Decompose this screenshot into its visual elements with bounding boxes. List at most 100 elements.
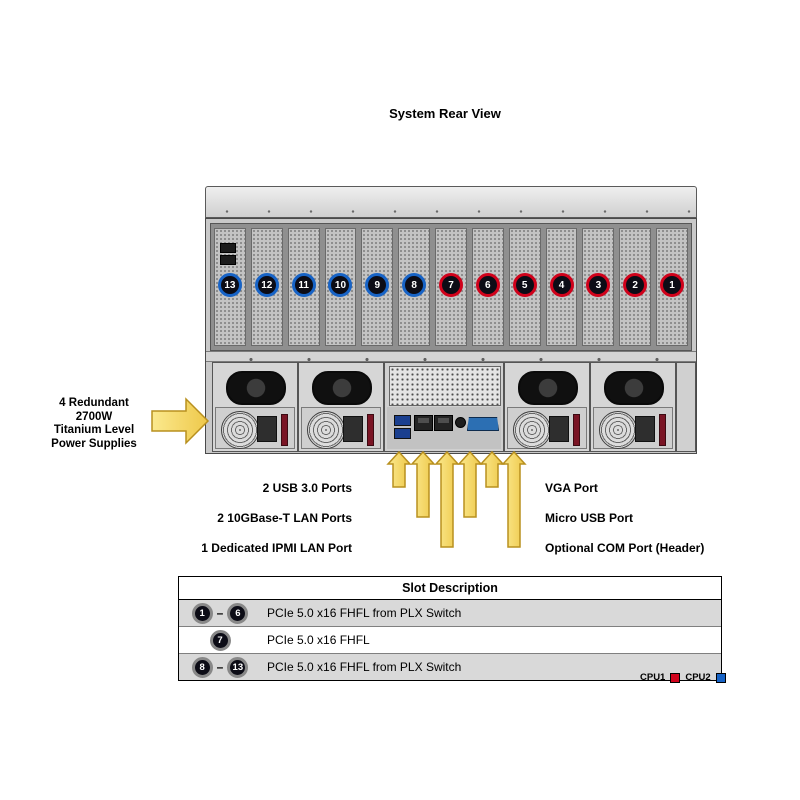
io-port-cluster — [387, 407, 501, 449]
psu-power-socket — [343, 416, 363, 442]
pcie-slot-6: 6 — [471, 228, 504, 346]
slot-number-badge: 7 — [209, 629, 231, 651]
ipmi-callout-arrow-icon — [434, 450, 460, 548]
pcie-slot-11: 11 — [287, 228, 320, 346]
psu-release-handle — [659, 414, 666, 446]
psu-module-2 — [298, 362, 384, 452]
slot-range-badges: 8–13 — [179, 656, 261, 678]
vga-callout-arrow-icon — [479, 450, 505, 488]
slot-description-text: PCIe 5.0 x16 FHFL from PLX Switch — [267, 660, 462, 674]
psu-release-handle — [573, 414, 580, 446]
slot-number-badge: 6 — [475, 273, 500, 297]
musb-callout-arrow-icon — [457, 450, 483, 518]
psu-label-line: 4 Redundant — [59, 397, 129, 409]
io-callout-label: 2 USB 3.0 Ports — [262, 481, 352, 495]
psu-fan-grille-icon — [599, 411, 637, 449]
vent-grille-icon — [389, 366, 501, 406]
slot-number-badge: 5 — [512, 273, 537, 297]
psu-power-socket — [257, 416, 277, 442]
slot-description-text: PCIe 5.0 x16 FHFL — [267, 633, 370, 647]
slot-number-badge: 11 — [291, 273, 316, 297]
psu-module-3 — [504, 362, 590, 452]
chassis-filler-panel — [676, 362, 696, 452]
slot-number-badge: 7 — [438, 273, 463, 297]
pcie-slot-5: 5 — [508, 228, 541, 346]
lan-port-icon — [414, 415, 433, 431]
psu-label-line: Titanium Level — [53, 424, 135, 436]
pcie-slot-9: 9 — [361, 228, 394, 346]
legend-color-swatch — [670, 672, 681, 683]
chassis-mid-rail — [206, 351, 696, 362]
psu-power-socket — [549, 416, 569, 442]
slot-number-badge: 3 — [586, 273, 611, 297]
psu-module-1 — [212, 362, 298, 452]
pcie-slot-2: 2 — [619, 228, 652, 346]
io-callout-label: VGA Port — [545, 481, 598, 495]
range-separator: – — [216, 660, 224, 674]
slot-number-badge: 9 — [365, 273, 390, 297]
slot-number-badge: 1 — [660, 273, 685, 297]
psu-exhaust-fan-icon — [518, 371, 578, 405]
ipmi-port-icon — [455, 417, 466, 428]
psu-body — [593, 407, 673, 449]
psu-label-line: 2700W — [75, 410, 113, 423]
slot-description-text: PCIe 5.0 x16 FHFL from PLX Switch — [267, 606, 462, 620]
lan-port-icon — [434, 415, 453, 431]
psu-body — [215, 407, 295, 449]
slot-range-badges: 7 — [179, 629, 261, 651]
slot-number-badge: 6 — [227, 602, 249, 624]
com-callout-arrow-icon — [501, 450, 527, 548]
slot-number-badge: 13 — [217, 273, 242, 297]
psu-exhaust-fan-icon — [226, 371, 286, 405]
usb-callout-arrow-icon — [386, 450, 412, 488]
slot-number-badge: 13 — [227, 656, 249, 678]
psu-release-handle — [367, 414, 374, 446]
pcie-slot-8: 8 — [398, 228, 431, 346]
range-separator: – — [216, 606, 224, 620]
psu-power-socket — [635, 416, 655, 442]
table-header: Slot Description — [179, 577, 721, 600]
io-callout-labels-left: 2 USB 3.0 Ports 2 10GBase-T LAN Ports 1 De… — [201, 473, 352, 563]
slot-number-badge: 10 — [328, 273, 353, 297]
table-row: 7 PCIe 5.0 x16 FHFL — [179, 626, 721, 653]
vga-port-icon — [467, 417, 499, 431]
pcie-slot-7: 7 — [435, 228, 467, 346]
psu-exhaust-fan-icon — [312, 371, 372, 405]
psu-label-line: Power Supplies — [51, 437, 137, 450]
slot-range-badges: 1–6 — [179, 602, 261, 624]
io-callout-label: 2 10GBase-T LAN Ports — [217, 511, 352, 525]
slot-number-badge: 2 — [623, 273, 648, 297]
io-callout-label: Optional COM Port (Header) — [545, 541, 705, 555]
top-caption: System Rear View — [389, 106, 501, 121]
psu-callout-arrow-icon — [151, 397, 210, 445]
slot-number-badge: 8 — [191, 656, 213, 678]
psu-exhaust-fan-icon — [604, 371, 664, 405]
lan-callout-arrow-icon — [410, 450, 436, 518]
rear-io-panel — [384, 362, 504, 452]
slot-number-badge: 12 — [254, 273, 279, 297]
legend-label: CPU1 — [640, 672, 666, 683]
psu-fan-grille-icon — [513, 411, 551, 449]
pcie-slot-12: 12 — [250, 228, 283, 346]
slot-number-badge: 1 — [191, 602, 213, 624]
usb-port-icon — [394, 428, 411, 439]
psu-fan-grille-icon — [221, 411, 259, 449]
io-callout-label: Micro USB Port — [545, 511, 634, 525]
psu-body — [301, 407, 381, 449]
table-row: 1–6 PCIe 5.0 x16 FHFL from PLX Switch — [179, 600, 721, 626]
slot-number-badge: 8 — [402, 273, 427, 297]
slot-bracket-port-icon — [220, 255, 236, 265]
io-callout-label: 1 Dedicated IPMI LAN Port — [201, 541, 352, 555]
legend-color-swatch — [715, 672, 726, 683]
slot-bracket-port-icon — [220, 243, 236, 253]
pcie-slot-1: 1 — [656, 228, 688, 346]
slot-number-badge: 4 — [549, 273, 574, 297]
table-row: 8–13 PCIe 5.0 x16 FHFL from PLX Switch — [179, 653, 721, 680]
pcie-slot-10: 10 — [324, 228, 357, 346]
pcie-slot-3: 3 — [582, 228, 615, 346]
